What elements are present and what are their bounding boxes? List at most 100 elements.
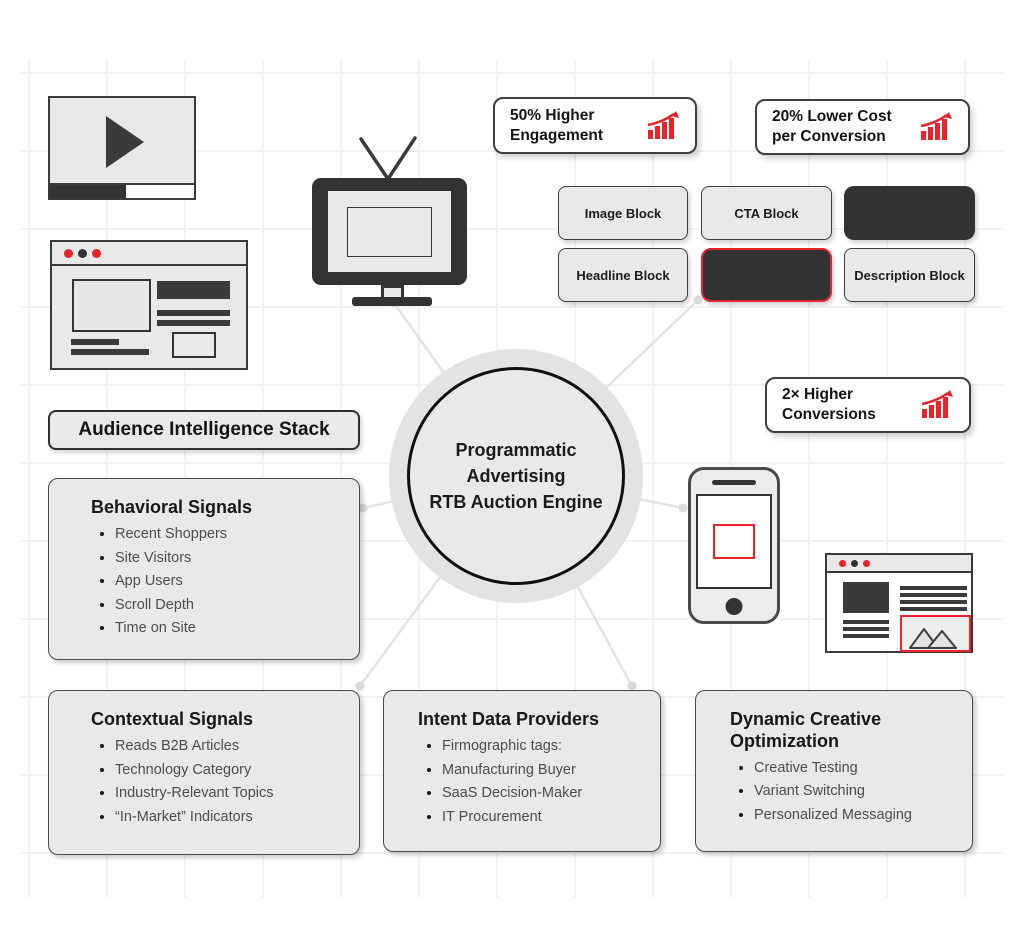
video-ad-mockup: [48, 96, 196, 200]
text-line: [843, 627, 889, 631]
creative-block-headline: Headline Block: [558, 248, 688, 302]
tv-stand-base: [352, 297, 432, 306]
phone-screen: [696, 494, 772, 589]
video-progress-fill: [50, 185, 127, 198]
text-line: [900, 586, 967, 590]
panel-title: Contextual Signals: [91, 709, 254, 729]
panel-dynamic-creative-optimization: Dynamic Creative Optimization Creative T…: [695, 690, 973, 852]
hub-title-line: Advertising: [466, 465, 566, 486]
window-dot-icon: [863, 559, 870, 567]
panel-list: Creative Testing Variant Switching Perso…: [730, 760, 962, 823]
window-dot-icon: [92, 248, 101, 258]
panel-contextual-signals: Contextual Signals Reads B2B Articles Te…: [48, 690, 360, 855]
text-line: [900, 600, 967, 604]
list-item: SaaS Decision-Maker: [442, 785, 650, 801]
text-line: [71, 349, 149, 355]
list-item: Recent Shoppers: [115, 526, 349, 542]
text-line: [157, 310, 230, 316]
video-progress-bar: [50, 183, 194, 198]
list-item: App Users: [115, 573, 349, 589]
tv-screen-inner-frame: [347, 207, 432, 257]
growth-chart-icon: [647, 110, 679, 139]
text-line: [157, 320, 230, 326]
tv-icon: [312, 178, 467, 285]
mobile-ad-placeholder: [713, 524, 755, 559]
hub-title-line: Programmatic: [455, 439, 577, 460]
headline-bar: [157, 281, 230, 299]
video-progress-remainder: [126, 185, 194, 198]
creative-block-description: Description Block: [844, 248, 975, 302]
growth-chart-icon: [920, 112, 952, 140]
list-item: Personalized Messaging: [754, 807, 962, 823]
phone-speaker: [712, 480, 756, 485]
list-item: Manufacturing Buyer: [442, 762, 650, 778]
block-label: Headline Block: [576, 267, 670, 283]
panel-title: Intent Data Providers: [418, 709, 600, 729]
audience-stack-label: Audience Intelligence Stack: [48, 410, 360, 450]
stat-badge-engagement: 50% Higher Engagement: [493, 97, 697, 154]
list-item: Technology Category: [115, 762, 349, 778]
phone-home-button: [725, 598, 743, 615]
growth-chart-icon: [921, 390, 953, 418]
creative-block-cta: CTA Block: [701, 186, 832, 240]
block-label: Description Block: [854, 267, 965, 283]
window-dot-icon: [839, 559, 846, 567]
panel-title: Behavioral Signals: [91, 497, 253, 517]
window-dot-icon: [78, 248, 87, 258]
list-item: Firmographic tags:: [442, 738, 650, 754]
text-line: [71, 339, 119, 345]
stat-line: 20% Lower Cost: [772, 108, 892, 126]
text-line: [843, 634, 889, 638]
stat-line: 2× Higher: [782, 386, 854, 404]
panel-list: Recent Shoppers Site Visitors App Users …: [91, 526, 349, 636]
list-item: Industry-Relevant Topics: [115, 785, 349, 801]
mountains-icon: [909, 628, 957, 649]
image-block: [843, 582, 889, 613]
list-item: Site Visitors: [115, 550, 349, 566]
text-line: [900, 607, 967, 611]
tv-antenna-icon: [359, 136, 417, 181]
stat-line: Conversions: [782, 406, 876, 423]
pill-text: Audience Intelligence Stack: [78, 419, 330, 440]
play-icon: [106, 116, 144, 168]
panel-list: Reads B2B Articles Technology Category I…: [91, 738, 349, 825]
display-ad-browser-mockup: [50, 240, 248, 370]
stat-text: 50% Higher Engagement: [510, 106, 603, 146]
hub-circle: Programmatic Advertising RTB Auction Eng…: [407, 367, 625, 585]
list-item: Time on Site: [115, 620, 349, 636]
image-placeholder: [72, 279, 151, 332]
browser-titlebar: [52, 242, 246, 266]
text-line: [900, 593, 967, 597]
browser-titlebar: [827, 555, 971, 573]
stat-text: 20% Lower Cost per Conversion: [772, 107, 892, 147]
creative-block-image: Image Block: [558, 186, 688, 240]
stat-text: 2× Higher Conversions: [782, 385, 876, 425]
list-item: IT Procurement: [442, 809, 650, 825]
block-label: Image Block: [584, 205, 662, 221]
panel-intent-data-providers: Intent Data Providers Firmographic tags:…: [383, 690, 661, 852]
window-dot-icon: [64, 248, 73, 258]
stat-badge-cost: 20% Lower Cost per Conversion: [755, 99, 970, 155]
stat-line: Engagement: [510, 126, 604, 144]
cta-button-placeholder: [172, 332, 216, 358]
stat-line: 50% Higher: [510, 106, 595, 124]
panel-list: Firmographic tags: Manufacturing Buyer S…: [418, 738, 650, 825]
tv-screen: [328, 191, 451, 272]
stat-badge-conversions: 2× Higher Conversions: [765, 377, 971, 433]
creative-block-selected: [701, 248, 832, 302]
list-item: Creative Testing: [754, 760, 962, 776]
list-item: Variant Switching: [754, 783, 962, 799]
creative-block-dark: [844, 186, 975, 240]
ad-image-placeholder: [900, 615, 971, 652]
window-dot-icon: [851, 559, 858, 567]
block-label: CTA Block: [734, 205, 799, 221]
text-line: [843, 620, 889, 624]
panel-behavioral-signals: Behavioral Signals Recent Shoppers Site …: [48, 478, 360, 660]
smartphone-icon: [688, 467, 780, 624]
stat-line: per Conversion: [772, 128, 886, 145]
web-ad-browser-mockup: [825, 553, 973, 653]
list-item: “In-Market” Indicators: [115, 809, 349, 825]
list-item: Reads B2B Articles: [115, 738, 349, 754]
panel-title: Dynamic Creative Optimization: [730, 709, 882, 751]
